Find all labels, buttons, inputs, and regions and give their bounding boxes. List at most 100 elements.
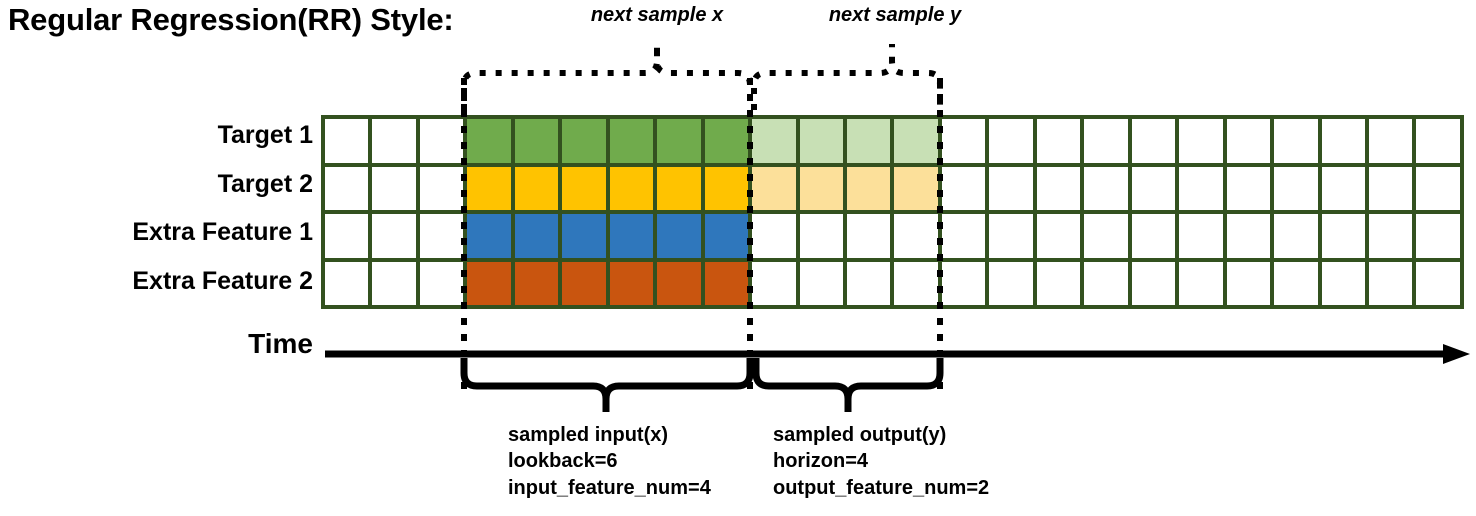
grid-cell-r3-c17-empty — [1084, 214, 1128, 258]
grid-cell-r2-c22-empty — [1321, 166, 1365, 210]
grid-row-3 — [325, 214, 1460, 258]
grid-cell-r3-c22-empty — [1321, 214, 1365, 258]
row-label-3: Extra Feature 1 — [132, 218, 313, 246]
grid-cell-r4-c24-empty — [1416, 261, 1460, 305]
grid-cell-r3-c15-empty — [989, 214, 1033, 258]
grid-cell-r4-c2-empty — [372, 261, 416, 305]
grid-cell-r3-c24-empty — [1416, 214, 1460, 258]
grid-cell-r3-c23-empty — [1368, 214, 1413, 258]
grid-cell-r1-c17-empty — [1084, 119, 1128, 163]
grid-cell-r3-c11-empty — [799, 214, 843, 258]
annotation-next-sample-y: next sample y — [828, 4, 962, 26]
grid-cell-r4-c9-input — [704, 261, 749, 305]
grid-cell-r1-c11-output — [799, 119, 843, 163]
grid-cell-r4-c13-empty — [894, 261, 938, 305]
caption-sampled-input: sampled input(x) lookback=6 input_featur… — [508, 422, 711, 501]
grid-cell-r2-c19-empty — [1179, 166, 1223, 210]
grid-row-1 — [325, 119, 1460, 163]
grid-cell-r3-c2-empty — [372, 214, 416, 258]
grid-cell-r1-c23-empty — [1368, 119, 1413, 163]
grid-cell-r4-c3-empty — [419, 261, 464, 305]
grid-cell-r3-c21-empty — [1274, 214, 1318, 258]
grid-cell-r1-c22-empty — [1321, 119, 1365, 163]
row-label-1: Target 1 — [217, 121, 313, 149]
caption-output-line3: output_feature_num=2 — [773, 476, 990, 499]
grid-cell-r2-c20-empty — [1226, 166, 1271, 210]
grid-cell-r2-c7-input — [609, 166, 654, 210]
grid-cell-r4-c6-input — [562, 261, 606, 305]
grid-cell-r4-c18-empty — [1131, 261, 1176, 305]
caption-input-line1: sampled input(x) — [508, 424, 669, 446]
grid-cell-r1-c4-input — [467, 119, 511, 163]
caption-output-line1: sampled output(y) — [773, 424, 947, 446]
grid-cell-r4-c10-empty — [752, 261, 796, 305]
grid-cell-r4-c1-empty — [325, 261, 369, 305]
grid-cell-r1-c10-output — [752, 119, 796, 163]
grid-cell-r4-c15-empty — [989, 261, 1033, 305]
timeline-grid — [321, 115, 1464, 309]
grid-cell-r3-c3-empty — [419, 214, 464, 258]
grid-cell-r4-c8-input — [657, 261, 701, 305]
grid-cell-r3-c20-empty — [1226, 214, 1271, 258]
grid-cell-r3-c6-input — [562, 214, 606, 258]
grid-cell-r1-c15-empty — [989, 119, 1033, 163]
grid-cell-r1-c1-empty — [325, 119, 369, 163]
grid-cell-r3-c4-input — [467, 214, 511, 258]
grid-cell-r1-c8-input — [657, 119, 701, 163]
grid-cell-r1-c7-input — [609, 119, 654, 163]
grid-cell-r4-c23-empty — [1368, 261, 1413, 305]
row-label-group: Target 1 Target 2 Extra Feature 1 Extra Fea… — [10, 115, 313, 309]
grid-row-4 — [325, 261, 1460, 305]
grid-cell-r1-c6-input — [562, 119, 606, 163]
grid-cell-r2-c3-empty — [419, 166, 464, 210]
grid-cell-r1-c16-empty — [1036, 119, 1081, 163]
page-title: Regular Regression(RR) Style: — [8, 2, 454, 37]
grid-cell-r3-c1-empty — [325, 214, 369, 258]
grid-cell-r4-c5-input — [514, 261, 559, 305]
grid-cell-r2-c12-output — [846, 166, 891, 210]
grid-cell-r2-c4-input — [467, 166, 511, 210]
grid-cell-r4-c19-empty — [1179, 261, 1223, 305]
grid-cell-r3-c14-empty — [941, 214, 986, 258]
grid-cell-r4-c14-empty — [941, 261, 986, 305]
time-axis-arrow — [325, 344, 1470, 364]
grid-cell-r2-c10-output — [752, 166, 796, 210]
grid-cell-r1-c18-empty — [1131, 119, 1176, 163]
row-label-2: Target 2 — [217, 169, 313, 198]
grid-cell-r1-c20-empty — [1226, 119, 1271, 163]
grid-cell-r3-c13-empty — [894, 214, 938, 258]
grid-cell-r4-c22-empty — [1321, 261, 1365, 305]
time-axis-label: Time — [248, 328, 313, 359]
grid-cell-r2-c5-input — [514, 166, 559, 210]
row-label-4: Extra Feature 2 — [132, 266, 313, 295]
grid-cell-r1-c24-empty — [1416, 119, 1460, 163]
grid-cell-r3-c19-empty — [1179, 214, 1223, 258]
grid-cell-r2-c15-empty — [989, 166, 1033, 210]
grid-cell-r2-c16-empty — [1036, 166, 1081, 210]
caption-output-line2: horizon=4 — [773, 450, 869, 473]
grid-cell-r1-c19-empty — [1179, 119, 1223, 163]
grid-cell-r2-c6-input — [562, 166, 606, 210]
grid-cell-r4-c7-input — [609, 261, 654, 305]
brace-sampled-input — [460, 358, 754, 412]
grid-cell-r3-c12-empty — [846, 214, 891, 258]
grid-cell-r2-c13-output — [894, 166, 938, 210]
grid-cell-r1-c5-input — [514, 119, 559, 163]
brace-next-sample-x — [461, 44, 753, 110]
grid-cell-r1-c2-empty — [372, 119, 416, 163]
grid-cell-r3-c7-input — [609, 214, 654, 258]
grid-cell-r3-c16-empty — [1036, 214, 1081, 258]
grid-cell-r4-c12-empty — [846, 261, 891, 305]
annotation-next-sample-x: next sample x — [590, 4, 724, 26]
grid-cell-r2-c24-empty — [1416, 166, 1460, 210]
grid-cell-r2-c8-input — [657, 166, 701, 210]
grid-cell-r2-c2-empty — [372, 166, 416, 210]
grid-cell-r3-c9-input — [704, 214, 749, 258]
grid-cell-r2-c23-empty — [1368, 166, 1413, 210]
caption-sampled-output: sampled output(y) horizon=4 output_featu… — [773, 422, 989, 501]
caption-input-line3: input_feature_num=4 — [508, 476, 711, 499]
grid-cell-r1-c21-empty — [1274, 119, 1318, 163]
grid-row-2 — [325, 166, 1460, 210]
caption-input-line2: lookback=6 — [508, 450, 618, 473]
grid-cell-r2-c17-empty — [1084, 166, 1128, 210]
